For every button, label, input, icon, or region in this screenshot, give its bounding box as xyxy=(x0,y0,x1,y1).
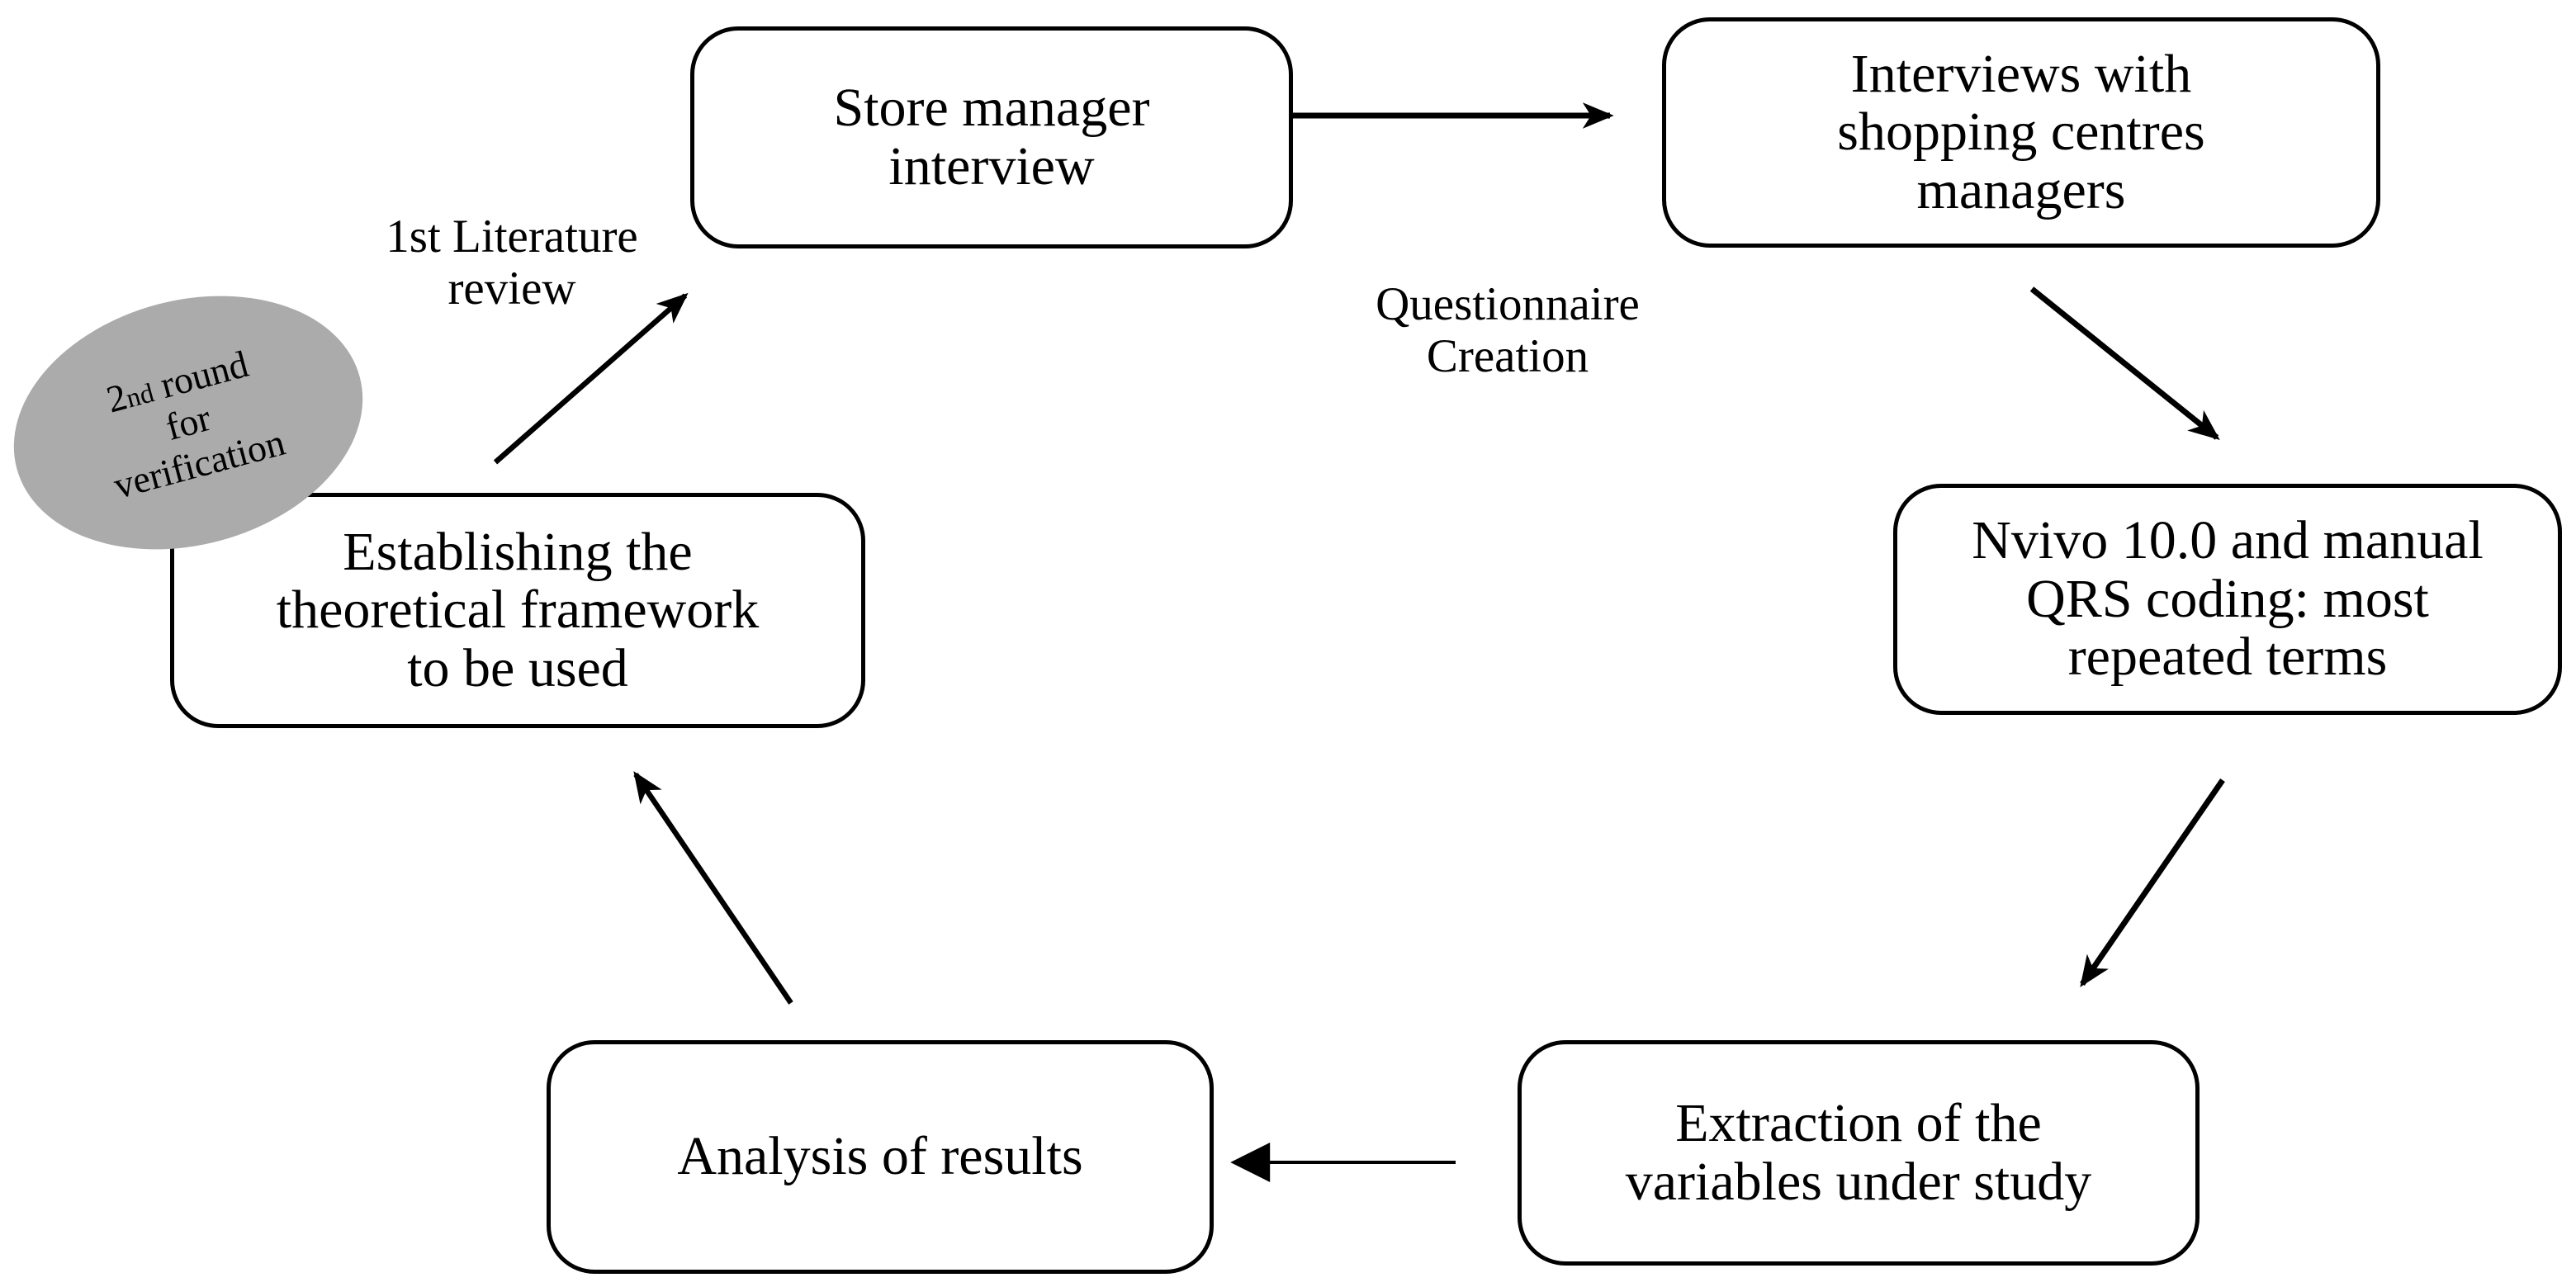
edge-label-first-literature-review: 1st Literature review xyxy=(264,211,760,315)
node-extraction-of-variables: Extraction of the variables under study xyxy=(1518,1040,2200,1266)
edge-label-line: review xyxy=(447,262,576,315)
node-text-line: interview xyxy=(888,135,1095,196)
node-text-line: Store manager xyxy=(833,77,1150,138)
arrow-interviews-to-nvivo xyxy=(2029,286,2220,440)
node-text-line: variables under study xyxy=(1625,1151,2092,1212)
node-nvivo-qrs-coding: Nvivo 10.0 and manual QRS coding: most r… xyxy=(1893,484,2562,715)
node-text-line: Analysis of results xyxy=(677,1126,1083,1187)
node-text-line: Interviews with xyxy=(1850,43,2192,104)
arrow-analysis-to-establishing xyxy=(633,771,793,1005)
node-text-line: managers xyxy=(1916,159,2126,220)
arrow-establishing-to-store xyxy=(493,292,689,465)
node-text-line: Establishing the xyxy=(343,521,693,582)
edge-label-questionnaire-creation: Questionnaire Creation xyxy=(1260,278,1755,382)
edge-label-line: 1st Literature xyxy=(386,211,638,263)
node-text-line: Extraction of the xyxy=(1675,1092,2042,1153)
edge-label-line: Creation xyxy=(1426,329,1589,382)
node-text-line: QRS coding: most xyxy=(2026,568,2429,629)
arrow-nvivo-to-extraction xyxy=(2080,778,2225,987)
node-analysis-of-results: Analysis of results xyxy=(547,1040,1214,1274)
node-text-line: Nvivo 10.0 and manual xyxy=(1972,510,2484,571)
node-text-line: repeated terms xyxy=(2067,627,2388,688)
node-text-line: theoretical framework xyxy=(276,580,760,641)
node-store-manager-interview: Store manager interview xyxy=(690,26,1293,248)
node-establishing-theoretical-framework: Establishing the theoretical framework t… xyxy=(170,493,865,728)
edge-label-line: Questionnaire xyxy=(1376,278,1640,330)
node-interviews-shopping-centres-managers: Interviews with shopping centres manager… xyxy=(1662,17,2380,248)
node-text-line: shopping centres xyxy=(1837,102,2205,163)
node-text-line: to be used xyxy=(407,637,628,698)
